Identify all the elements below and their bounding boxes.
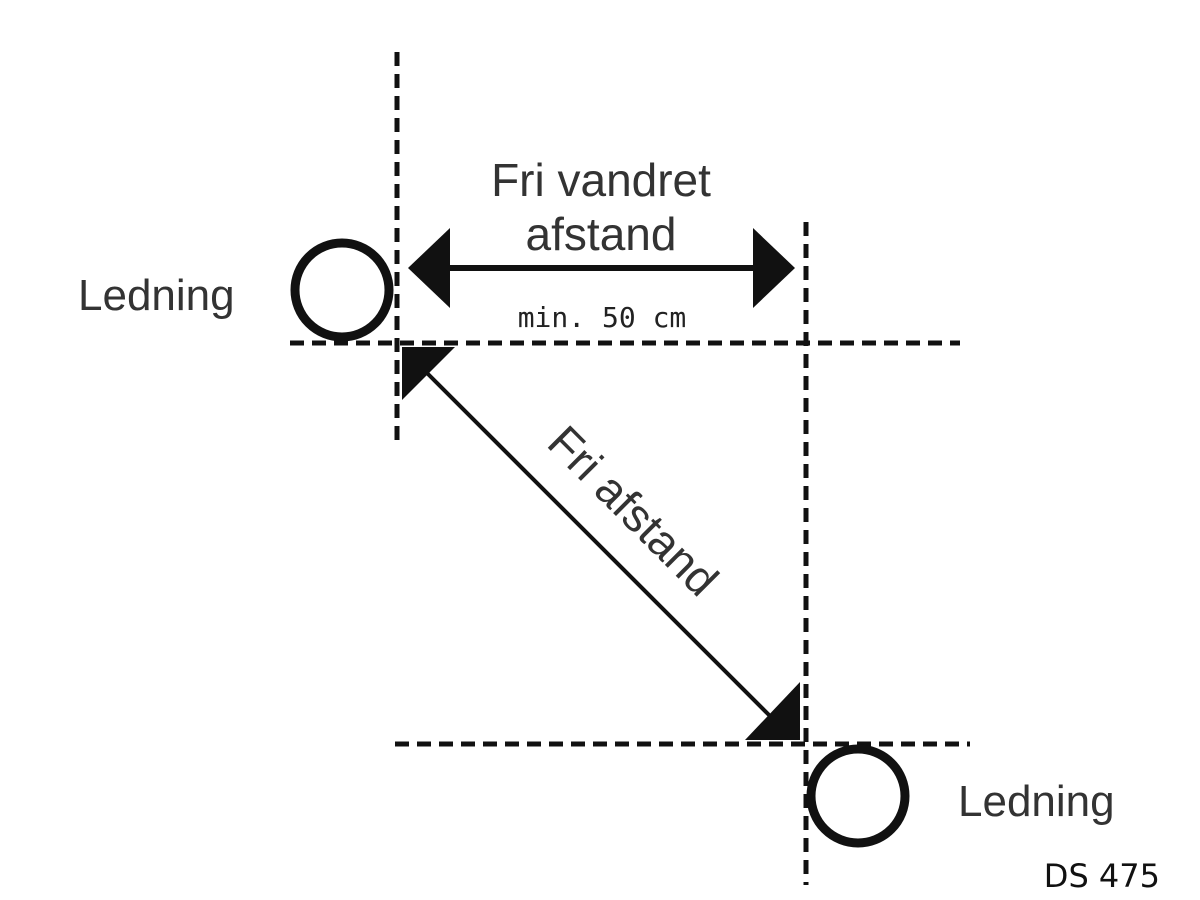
horizontal-distance-label-line2: afstand — [526, 208, 677, 260]
pipe-top-label: Ledning — [78, 271, 235, 320]
arrowhead-left — [408, 228, 450, 308]
minimum-distance-label: min. 50 cm — [518, 301, 687, 334]
horizontal-distance-arrow — [408, 228, 795, 308]
diagonal-distance-arrow — [402, 347, 800, 740]
arrowhead-bottom-right — [745, 682, 800, 740]
standard-reference-label: DS 475 — [1044, 857, 1160, 895]
pipe-bottom-label: Ledning — [958, 777, 1115, 826]
arrowhead-right — [753, 228, 795, 308]
arrowhead-top-left — [402, 347, 455, 400]
pipe-top-circle — [290, 238, 394, 342]
horizontal-distance-label-line1: Fri vandret — [491, 154, 711, 206]
pipe-bottom-circle — [806, 744, 910, 848]
